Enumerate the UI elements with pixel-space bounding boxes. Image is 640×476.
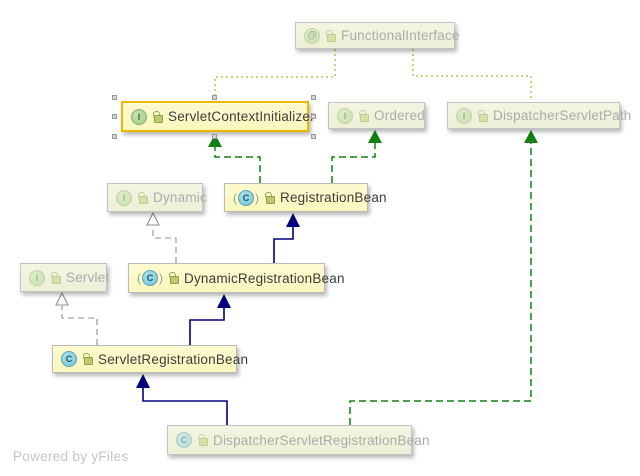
selection-handle-bottom-left[interactable]	[112, 134, 117, 139]
node-label: DispatcherServletRegistrationBean	[213, 432, 430, 448]
node-label: RegistrationBean	[280, 190, 387, 205]
lock-icon	[359, 110, 369, 122]
edge-dsp-annotated-by-functionalinterface[interactable]	[412, 49, 532, 99]
node-label: FunctionalInterface	[341, 28, 460, 43]
edge-drb-extends-registrationbean[interactable]	[273, 213, 300, 263]
lock-icon	[265, 192, 275, 204]
interface-icon: I	[29, 269, 45, 286]
edge-sci-annotated-by-functionalinterface[interactable]	[214, 49, 336, 95]
lock-icon	[326, 30, 336, 42]
interface-icon: I	[131, 108, 147, 125]
node-label: Servlet	[66, 270, 110, 285]
selection-handle-top-center[interactable]	[212, 95, 217, 100]
annotation-icon: @	[304, 27, 320, 44]
lock-icon	[478, 110, 488, 122]
selection-handle-top-left[interactable]	[112, 95, 117, 100]
class-icon: C	[176, 432, 192, 448]
interface-icon: I	[116, 189, 132, 206]
node-label: DispatcherServletPath	[493, 108, 632, 123]
interface-icon: I	[456, 107, 472, 124]
selection-handle-bottom-right[interactable]	[311, 134, 316, 139]
node-functional-interface[interactable]: @ FunctionalInterface	[295, 22, 459, 49]
abstract-class-icon: (C)	[233, 189, 259, 206]
lock-icon	[169, 272, 179, 284]
node-label: ServletContextInitializer	[168, 109, 315, 124]
lock-icon	[198, 434, 208, 446]
class-icon: C	[61, 351, 77, 367]
lock-icon	[153, 111, 163, 123]
node-registration-bean[interactable]: (C) RegistrationBean	[224, 183, 387, 212]
selection-handle-mid-right[interactable]	[311, 114, 316, 119]
edge-registrationbean-implements-ordered[interactable]	[331, 130, 382, 183]
node-dispatcher-servlet-path[interactable]: I DispatcherServletPath	[447, 102, 631, 129]
edge-srb-implements-servlet[interactable]	[55, 291, 98, 345]
node-label: Ordered	[374, 108, 425, 123]
selection-handle-bottom-center[interactable]	[212, 134, 217, 139]
lock-icon	[138, 192, 148, 204]
node-label: ServletRegistrationBean	[98, 351, 249, 367]
selection-handle-mid-left[interactable]	[112, 114, 117, 119]
edge-drb-implements-dynamic[interactable]	[146, 211, 177, 263]
edge-dsrb-implements-dispatcherservletpath[interactable]	[349, 130, 538, 425]
node-dynamic-registration-bean[interactable]: (C) DynamicRegistrationBean	[128, 263, 344, 293]
lock-icon	[83, 353, 93, 365]
node-ordered[interactable]: I Ordered	[328, 102, 425, 129]
lock-icon	[51, 272, 61, 284]
node-servlet-context-initializer[interactable]: I ServletContextInitializer	[121, 101, 315, 132]
node-servlet[interactable]: I Servlet	[20, 263, 110, 292]
yfiles-watermark: Powered by yFiles	[13, 449, 129, 464]
edge-dsrb-extends-srb[interactable]	[136, 374, 228, 425]
node-dispatcher-servlet-registration-bean[interactable]: C DispatcherServletRegistrationBean	[167, 425, 430, 455]
edge-registrationbean-implements-sci[interactable]	[208, 134, 261, 183]
selection-handle-top-right[interactable]	[311, 95, 316, 100]
node-label: Dynamic	[153, 190, 207, 205]
interface-icon: I	[337, 107, 353, 124]
node-label: DynamicRegistrationBean	[184, 270, 345, 286]
abstract-class-icon: (C)	[137, 270, 163, 286]
edge-srb-extends-drb[interactable]	[189, 294, 231, 345]
node-servlet-registration-bean[interactable]: C ServletRegistrationBean	[52, 345, 248, 373]
node-dynamic[interactable]: I Dynamic	[107, 183, 207, 212]
